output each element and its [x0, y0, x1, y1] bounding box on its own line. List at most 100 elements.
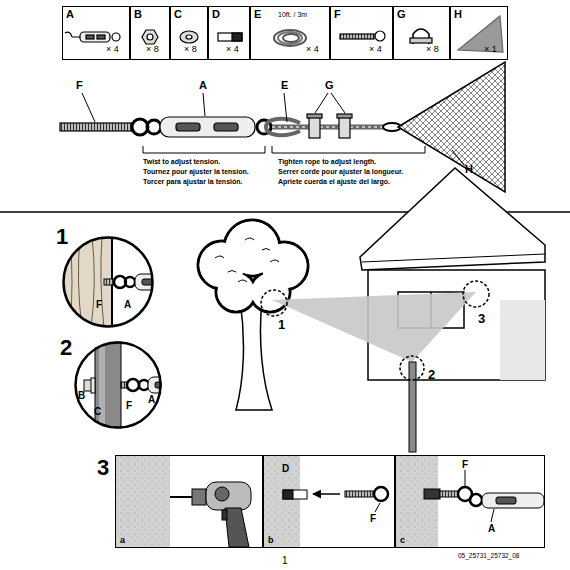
leader-line	[82, 93, 464, 165]
quantity-text: × 8	[184, 45, 197, 54]
part-letter: C	[94, 407, 101, 417]
step-illustration	[222, 510, 227, 520]
part-letter: B	[134, 9, 142, 20]
instruction-text: Twist to adjust tension.	[143, 158, 220, 165]
scene-illustration	[409, 362, 416, 452]
assembly-illustration	[60, 62, 505, 192]
detail-illustration	[91, 378, 95, 393]
bracket	[272, 146, 425, 153]
step-illustration	[440, 491, 458, 497]
part-icon	[274, 30, 306, 46]
step-illustration	[345, 491, 373, 497]
part-letter: a	[120, 536, 125, 545]
quantity-text: × 4	[106, 45, 119, 54]
scene-illustration	[400, 356, 424, 380]
part-letter: A	[66, 9, 74, 20]
step-illustration	[116, 456, 170, 547]
scene-illustration	[362, 254, 545, 262]
leader-line	[315, 93, 328, 113]
step-panel: a	[115, 455, 263, 548]
detail-illustration	[142, 279, 158, 285]
step-illustration	[283, 490, 293, 499]
step-illustration	[424, 489, 440, 499]
quantity-text: × 4	[306, 45, 319, 54]
part-icon	[86, 35, 94, 39]
part-icon	[278, 32, 302, 44]
part-icon	[180, 31, 198, 43]
part-icon	[142, 30, 158, 44]
part-letter: D	[212, 9, 220, 20]
part-letter: F	[334, 9, 341, 20]
part-letter: A	[148, 395, 155, 405]
part-letter: E	[254, 9, 261, 20]
scene-illustration	[215, 238, 279, 282]
scene-illustration	[261, 290, 287, 316]
part-letter: E	[281, 80, 288, 91]
part-letter: F	[462, 460, 468, 470]
document-code: 05_25731_25732_08	[458, 553, 519, 560]
scene-illustration	[463, 281, 489, 307]
part-letter: D	[282, 464, 289, 474]
part-icon	[186, 35, 192, 39]
part-icon	[80, 32, 110, 42]
scene-illustration	[198, 168, 545, 452]
detail-illustration	[127, 379, 139, 391]
part-box: C × 8	[170, 6, 208, 60]
part-letter: G	[397, 9, 406, 20]
part-icon	[232, 33, 242, 41]
assembly-illustration	[160, 117, 255, 137]
quantity-text: × 4	[226, 45, 239, 54]
assembly-illustration	[60, 123, 132, 131]
part-letter: F	[126, 401, 132, 411]
assembly-illustration	[272, 126, 392, 128]
scene-illustration	[252, 274, 289, 311]
instruction-text: Serrer corde pour ajuster la longueur.	[278, 168, 403, 175]
part-icon	[340, 34, 374, 39]
assembly-illustration	[214, 123, 238, 131]
part-letter: c	[400, 536, 405, 545]
instruction-text: Tournez pour ajuster la tension.	[143, 168, 249, 175]
detail-illustration	[84, 339, 178, 433]
part-letter: A	[199, 80, 207, 91]
scene-illustration	[272, 292, 476, 362]
instruction-text: Apriete cuerda el ajuste del largo.	[278, 178, 390, 185]
step-illustration	[470, 494, 482, 506]
leader-line	[82, 93, 95, 122]
part-icon	[410, 38, 432, 43]
detail-illustration	[148, 377, 178, 393]
part-icon	[375, 31, 385, 41]
assembly-illustration	[147, 120, 161, 134]
detail-illustration	[60, 236, 165, 328]
part-box: H× 1	[450, 6, 508, 60]
part-box: D × 4	[208, 6, 250, 60]
part-letter: C	[174, 9, 182, 20]
step-illustration	[215, 487, 229, 501]
circle-outline	[62, 236, 154, 328]
part-letter: b	[268, 536, 274, 545]
step-illustration	[283, 490, 307, 499]
detail-illustration	[125, 277, 135, 287]
part-letter: F	[96, 300, 102, 310]
detail-circle: 1FA	[62, 236, 154, 328]
assembly-illustration	[272, 125, 392, 130]
scene-illustration	[200, 222, 307, 311]
scene-illustration	[198, 220, 308, 312]
detail-illustration	[95, 339, 121, 433]
scene-illustration	[236, 300, 272, 410]
part-icon	[218, 33, 242, 41]
part-icon	[283, 34, 299, 42]
assembly-illustration	[339, 116, 350, 138]
part-icon	[112, 33, 120, 41]
part-letter: A	[488, 524, 495, 534]
page-number: 1	[282, 556, 288, 566]
step-illustration	[264, 456, 300, 547]
leader-line	[452, 150, 464, 165]
leader-line	[331, 93, 345, 113]
quantity-text: × 4	[369, 45, 382, 54]
part-icon	[97, 35, 105, 39]
assembly-illustration	[307, 114, 322, 118]
scene-illustration	[261, 281, 489, 380]
part-box: E10ft. / 3m× 4	[250, 6, 330, 60]
circle-outline	[76, 343, 161, 428]
